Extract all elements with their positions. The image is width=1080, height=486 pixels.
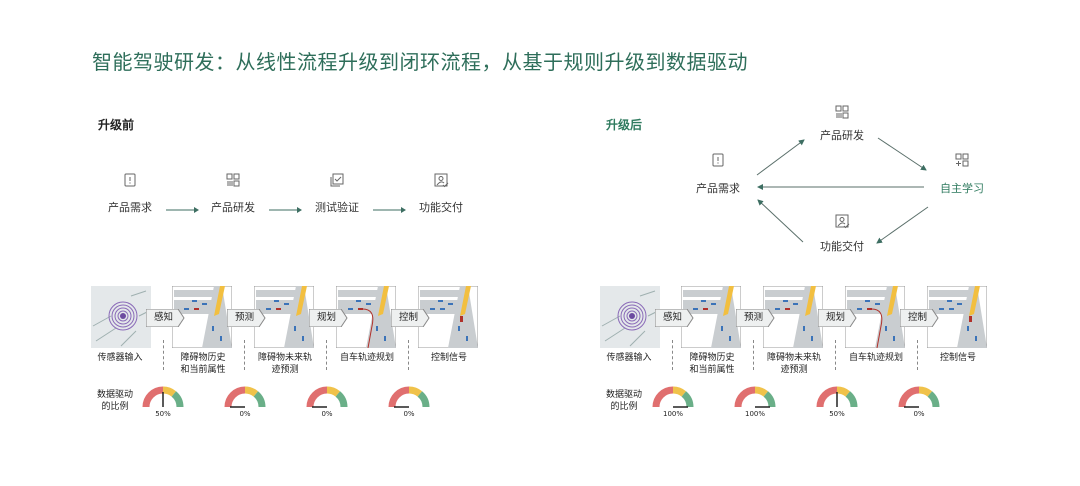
ratio-label: 的比例 — [610, 402, 638, 412]
user-check-icon — [433, 172, 449, 188]
divider — [163, 340, 164, 370]
flow-step-label: 产品研发 — [211, 201, 255, 214]
scene-frame — [844, 285, 906, 352]
node-product-demand: 产品需求 — [696, 182, 740, 195]
stage-chevron: 规划 — [818, 309, 857, 327]
output-label: 自车轨迹规划 — [848, 353, 904, 363]
before-section-label: 升级前 — [98, 118, 135, 132]
node-feature-delivery: 功能交付 — [820, 240, 864, 253]
stage-label: 规划 — [826, 312, 846, 323]
scene-frame — [171, 285, 233, 352]
clipboard-alert-icon — [122, 172, 138, 188]
grid-apps-icon — [834, 104, 850, 120]
stage-label: 控制 — [399, 312, 419, 323]
divider — [917, 340, 918, 370]
output-label: 和当前属性 — [180, 365, 226, 375]
stage-chevron: 预测 — [736, 309, 775, 327]
gauge-percent: 0% — [403, 410, 415, 418]
grid-plus-icon — [954, 152, 970, 168]
stage-label: 预测 — [744, 312, 764, 323]
stage-label: 预测 — [235, 312, 255, 323]
node-product-rnd: 产品研发 — [820, 129, 864, 142]
stage-chevron: 控制 — [391, 309, 430, 327]
flow-arrow — [269, 200, 303, 219]
output-label: 自车轨迹规划 — [339, 353, 395, 363]
arrow-demand-to-rnd — [756, 139, 805, 176]
output-label: 迹预测 — [780, 365, 808, 375]
stage-label: 规划 — [317, 312, 337, 323]
scene-frame — [926, 285, 988, 352]
gauge-percent: 0% — [913, 410, 925, 418]
output-label: 障碍物历史 — [689, 353, 735, 363]
user-check-icon — [834, 213, 850, 229]
flow-step-label: 功能交付 — [419, 201, 463, 214]
checkbox-stack-icon — [329, 172, 345, 188]
after-section-label: 升级后 — [606, 118, 643, 132]
grid-apps-icon — [225, 172, 241, 188]
output-label: 控制信号 — [430, 353, 468, 363]
flow-arrow — [166, 200, 200, 219]
divider — [408, 340, 409, 370]
stage-chevron: 预测 — [227, 309, 266, 327]
arrow-rnd-to-learning — [877, 137, 927, 171]
stage-chevron: 规划 — [309, 309, 348, 327]
output-label: 控制信号 — [939, 353, 977, 363]
page-title: 智能驾驶研发：从线性流程升级到闭环流程，从基于规则升级到数据驱动 — [92, 50, 748, 74]
node-autonomous-learning: 自主学习 — [940, 182, 984, 195]
gauge-percent: 0% — [321, 410, 333, 418]
output-label: 障碍物未来轨 — [766, 353, 822, 363]
divider — [753, 340, 754, 370]
gauge-percent: 0% — [239, 410, 251, 418]
output-label: 和当前属性 — [689, 365, 735, 375]
stage-chevron: 感知 — [655, 309, 694, 327]
scene-frame — [417, 285, 479, 352]
output-label: 迹预测 — [271, 365, 299, 375]
output-label: 障碍物未来轨 — [257, 353, 313, 363]
clipboard-alert-icon — [710, 152, 726, 168]
stage-label: 感知 — [663, 312, 683, 323]
divider — [326, 340, 327, 370]
flow-step-label: 产品需求 — [108, 201, 152, 214]
output-label: 传感器输入 — [97, 353, 143, 363]
data-driven-gauge — [305, 385, 349, 415]
divider — [835, 340, 836, 370]
sensor-frame — [91, 286, 151, 352]
scene-frame — [335, 285, 397, 352]
data-driven-gauge — [387, 385, 431, 415]
ratio-label: 数据驱动 — [605, 390, 642, 400]
flow-step-label: 测试验证 — [315, 201, 359, 214]
data-driven-gauge — [223, 385, 267, 415]
arrow-learning-to-delivery — [876, 206, 929, 244]
stage-chevron: 感知 — [146, 309, 185, 327]
sensor-frame — [600, 286, 660, 352]
gauge-percent: 50% — [155, 410, 171, 418]
stage-label: 感知 — [154, 312, 174, 323]
output-label: 障碍物历史 — [180, 353, 226, 363]
divider — [244, 340, 245, 370]
arrow-delivery-to-demand — [757, 199, 804, 243]
data-driven-gauge — [141, 385, 185, 415]
divider — [672, 340, 673, 370]
flow-arrow — [373, 200, 407, 219]
data-driven-gauge — [897, 385, 941, 415]
gauge-percent: 100% — [744, 410, 766, 418]
data-driven-gauge — [733, 385, 777, 415]
gauge-percent: 100% — [662, 410, 684, 418]
stage-chevron: 控制 — [900, 309, 939, 327]
scene-frame — [762, 285, 824, 352]
data-driven-gauge — [815, 385, 859, 415]
data-driven-gauge — [651, 385, 695, 415]
stage-label: 控制 — [908, 312, 928, 323]
gauge-percent: 50% — [829, 410, 845, 418]
ratio-label: 数据驱动 — [96, 390, 133, 400]
ratio-label: 的比例 — [101, 402, 129, 412]
output-label: 传感器输入 — [606, 353, 652, 363]
